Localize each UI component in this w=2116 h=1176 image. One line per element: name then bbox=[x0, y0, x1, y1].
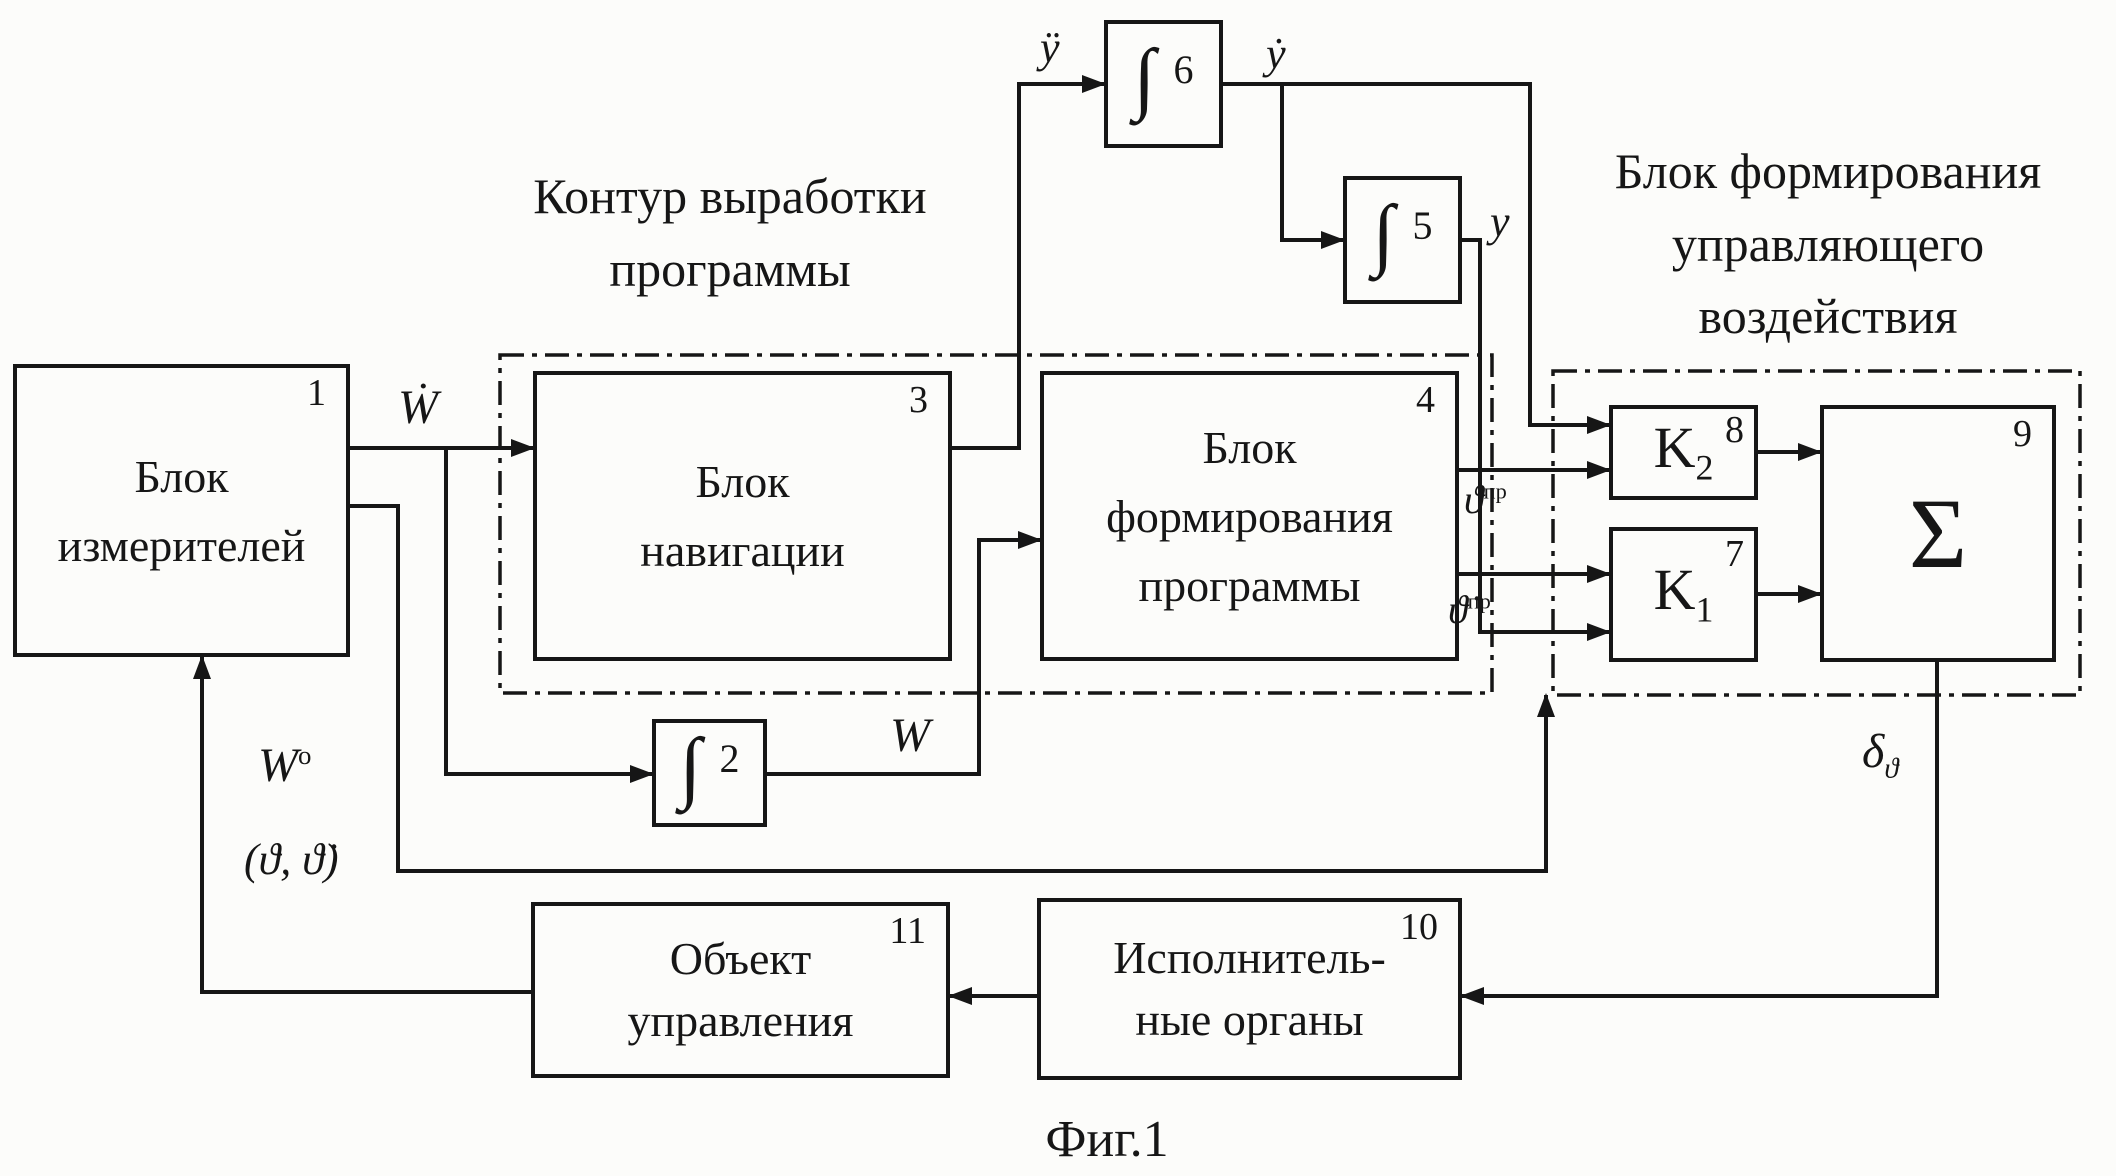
block-measurers: 1 Блок измерителей bbox=[13, 364, 350, 657]
signal-theta-pair: (ϑ, ϑ̇) bbox=[244, 835, 339, 884]
block-navigation-number: 3 bbox=[909, 379, 928, 421]
block-program-formation-label-line2: формирования bbox=[1106, 490, 1393, 542]
signal-delta-theta: δϑ bbox=[1862, 725, 1899, 785]
integral-icon: ∫ bbox=[1372, 190, 1395, 278]
sigma-symbol: Σ bbox=[1908, 477, 1968, 589]
signal-w-initial: Wo bbox=[258, 739, 312, 792]
block-control-object-label-line1: Объект bbox=[669, 932, 812, 984]
block-actuators: 10 Исполнитель- ные органы bbox=[1037, 898, 1462, 1080]
block-integrator-2-number: 2 bbox=[719, 736, 740, 781]
title-control-action-line2: управляющего bbox=[1671, 215, 1985, 272]
block-navigation-label-line1: Блок bbox=[695, 456, 790, 507]
block-measurers-label-line2: измерителей bbox=[57, 519, 306, 571]
wire-navigation-to-integrator6 bbox=[952, 75, 1106, 450]
title-program-contour-line1: Контур выработки bbox=[533, 168, 927, 224]
block-control-object-number: 11 bbox=[889, 910, 926, 952]
block-program-formation-label-line1: Блок bbox=[1202, 421, 1297, 473]
gain-k1-symbol: K1 bbox=[1653, 556, 1714, 630]
block-actuators-number: 10 bbox=[1400, 906, 1438, 948]
block-summator-number: 9 bbox=[2013, 413, 2032, 455]
block-measurers-label-line1: Блок bbox=[134, 450, 229, 502]
contour-program-box bbox=[498, 353, 1494, 695]
block-integrator-2: ∫ 2 bbox=[652, 719, 767, 827]
block-integrator-6: ∫ 6 bbox=[1104, 20, 1223, 148]
block-program-formation: 4 Блок формирования программы bbox=[1040, 371, 1459, 661]
block-control-object-label-line2: управления bbox=[627, 995, 854, 1046]
gain-k2-symbol: K2 bbox=[1653, 414, 1714, 488]
wire-summator-to-actuators bbox=[1460, 662, 1939, 1005]
block-actuators-label-line1: Исполнитель- bbox=[1113, 931, 1386, 983]
wire-control-object-to-measurers bbox=[193, 655, 531, 994]
contour-control-action-box bbox=[1551, 369, 2082, 697]
block-gain-k1: 7 K1 bbox=[1609, 527, 1758, 662]
block-integrator-6-number: 6 bbox=[1173, 47, 1194, 92]
integral-icon: ∫ bbox=[1133, 34, 1156, 122]
signal-theta-dot-program: ϑ̇пр bbox=[1448, 587, 1491, 632]
title-program-contour: Контур выработки программы bbox=[495, 160, 965, 305]
wire-branch-to-integrator2 bbox=[444, 448, 654, 783]
block-program-formation-label-line3: программы bbox=[1138, 559, 1361, 611]
block-actuators-label-line2: ные органы bbox=[1135, 994, 1364, 1045]
signal-y-ddot: ÿ bbox=[1040, 23, 1060, 72]
figure-caption: Фиг.1 bbox=[1045, 1111, 1169, 1168]
signal-w: W bbox=[890, 709, 930, 762]
block-measurers-number: 1 bbox=[307, 372, 326, 414]
signal-theta-program: ϑпр bbox=[1464, 477, 1507, 522]
block-navigation: 3 Блок навигации bbox=[533, 371, 952, 661]
wire-branch-to-integrator5 bbox=[1280, 84, 1345, 249]
wire-integrator2-to-program-formation bbox=[767, 531, 1042, 776]
block-gain-k2-number: 8 bbox=[1725, 409, 1744, 451]
block-summator: 9 Σ bbox=[1820, 405, 2056, 662]
block-control-object: 11 Объект управления bbox=[531, 902, 950, 1078]
block-gain-k1-number: 7 bbox=[1725, 533, 1744, 575]
title-program-contour-line2: программы bbox=[609, 240, 851, 297]
block-gain-k2: 8 K2 bbox=[1609, 405, 1758, 500]
title-control-action-block: Блок формирования управляющего воздейств… bbox=[1568, 135, 2088, 353]
wire-integrator6-to-k2 bbox=[1223, 82, 1611, 434]
signal-y-dot: ẏ bbox=[1266, 29, 1286, 78]
integral-icon: ∫ bbox=[679, 723, 702, 811]
block-program-formation-number: 4 bbox=[1416, 379, 1435, 421]
block-integrator-5-number: 5 bbox=[1412, 203, 1433, 248]
signal-y: y bbox=[1490, 197, 1510, 246]
title-control-action-line1: Блок формирования bbox=[1614, 143, 2042, 199]
signal-w-dot: Ẇ bbox=[398, 381, 438, 434]
wire-measurers-feedback-to-control-block bbox=[350, 504, 1555, 873]
block-integrator-5: ∫ 5 bbox=[1343, 176, 1462, 304]
wire-integrator5-to-k1 bbox=[1462, 238, 1611, 641]
title-control-action-line3: воздействия bbox=[1698, 288, 1958, 344]
block-navigation-label-line2: навигации bbox=[640, 525, 845, 576]
